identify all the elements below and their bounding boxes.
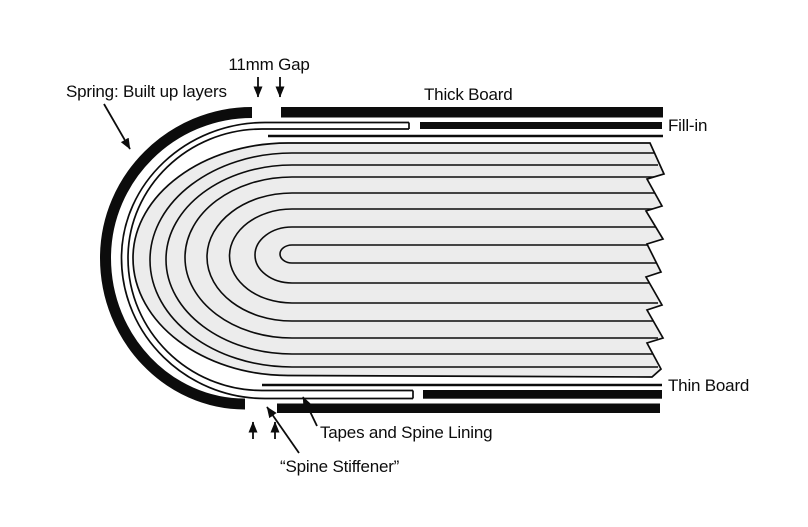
gap-label: 11mm Gap <box>228 55 309 74</box>
leaf-line <box>279 244 658 264</box>
leaf-line <box>254 226 658 284</box>
leaf-line <box>165 164 658 355</box>
leaf-lines <box>149 152 658 368</box>
leaf-line <box>184 176 658 339</box>
fill-in-bar <box>420 122 662 129</box>
thick-board-label: Thick Board <box>424 85 513 104</box>
thick-board-bar <box>281 107 663 118</box>
tapes-label-arrow <box>302 396 318 427</box>
bottom-fill-bar <box>423 390 662 399</box>
spine-lining-inner-arc <box>127 128 413 392</box>
textblock <box>132 142 666 378</box>
spine-stiffener-label: “Spine Stiffener” <box>280 457 400 476</box>
leaf-line <box>206 192 658 322</box>
spine-lining-outer-arc <box>120 121 413 400</box>
leaf-line <box>228 208 658 304</box>
thin-board-label: Thin Board <box>668 376 749 395</box>
thin-board-bar <box>277 403 660 413</box>
stiffener-label-arrow <box>266 406 300 454</box>
spring-label: Spring: Built up layers <box>66 82 227 101</box>
leaf-line <box>149 152 658 368</box>
tapes-label: Tapes and Spine Lining <box>320 423 492 442</box>
fill-in-label: Fill-in <box>668 116 707 135</box>
spring-arc <box>99 107 253 410</box>
spring-label-arrow <box>103 103 131 150</box>
